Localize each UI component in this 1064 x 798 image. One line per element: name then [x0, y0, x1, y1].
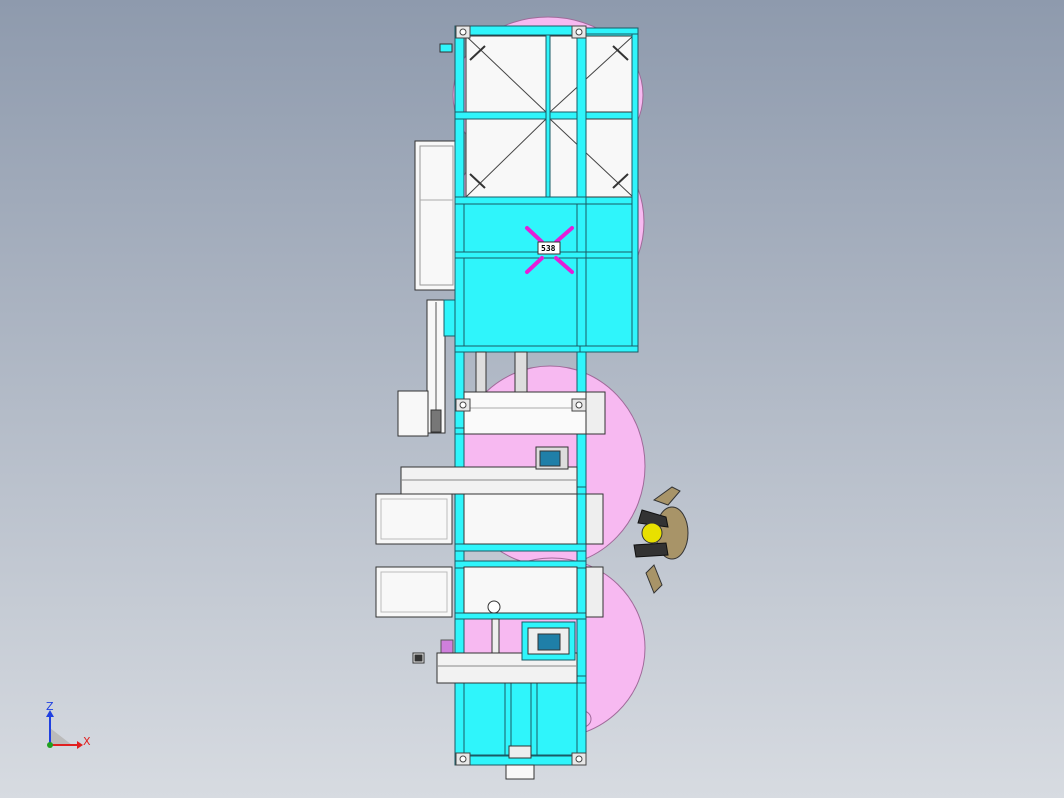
upper-white-panels: [465, 35, 634, 198]
lower-panels: [400, 351, 606, 780]
feeder-box-top: [375, 493, 453, 545]
rod-2: [514, 351, 528, 393]
center-box: [537, 241, 561, 255]
magenta-x-marker-icon: [525, 226, 574, 274]
bottom-post-2: [530, 682, 538, 756]
middle-cyan-panel-1: [462, 203, 586, 253]
frame-vertical-mid: [545, 34, 551, 198]
motor-top: [539, 450, 561, 467]
middle-cyan-panel-2: [462, 257, 586, 347]
triad-x-label: X: [83, 735, 91, 748]
motor-bottom: [537, 633, 561, 651]
frame-cross-8: [454, 543, 587, 552]
support-post: [443, 299, 456, 337]
frame-cross-10: [454, 612, 587, 620]
center-box-label: 538: [541, 244, 556, 253]
bottom-post-1: [504, 682, 512, 756]
frame-cross-3: [454, 251, 587, 259]
inner-panel-low: [463, 566, 578, 614]
panel-ur: [549, 35, 581, 113]
frame-cross-4: [454, 345, 587, 353]
left-equipment: [375, 43, 459, 667]
bottom-cyan-panel: [462, 682, 584, 756]
roller-ball: [487, 600, 501, 614]
coordinate-triad-icon: [46, 710, 83, 749]
inner-panel-mid: [463, 493, 578, 545]
triad-z-label: Z: [46, 700, 54, 713]
bottom-motor-block: [508, 745, 532, 759]
panel-mr: [549, 118, 581, 198]
side-block-top: [397, 390, 429, 437]
frame-cross-2: [454, 196, 587, 205]
frame-top-rail: [454, 25, 587, 36]
side-plate-right-low: [585, 566, 604, 618]
middle-cyan-panel-right-1: [584, 203, 633, 253]
side-plate-right-mid: [585, 493, 604, 545]
feeder-box-bottom: [375, 566, 453, 618]
rod-3: [491, 618, 500, 654]
bottom-tail-block: [505, 764, 535, 780]
frame-outer-right-upper: [631, 27, 639, 351]
frame-cross-1: [454, 111, 587, 120]
corner-plates: [455, 25, 587, 766]
middle-cyan-panel-right-2: [584, 257, 633, 347]
side-plate-right-top: [585, 391, 606, 435]
worker-figure-icon: [633, 486, 689, 594]
control-cabinet-inner: [419, 145, 454, 286]
control-cabinet: [414, 140, 459, 291]
frame-outer-bottom-upper: [579, 345, 639, 353]
mount-plate-left: [439, 43, 453, 53]
rod-1: [475, 351, 487, 393]
frame-outer-top-upper: [579, 27, 639, 35]
panel-mr2: [585, 118, 634, 198]
conveyor-top: [463, 391, 606, 435]
frame-vertical-right-upper: [576, 34, 587, 198]
panel-ur2: [585, 35, 634, 113]
